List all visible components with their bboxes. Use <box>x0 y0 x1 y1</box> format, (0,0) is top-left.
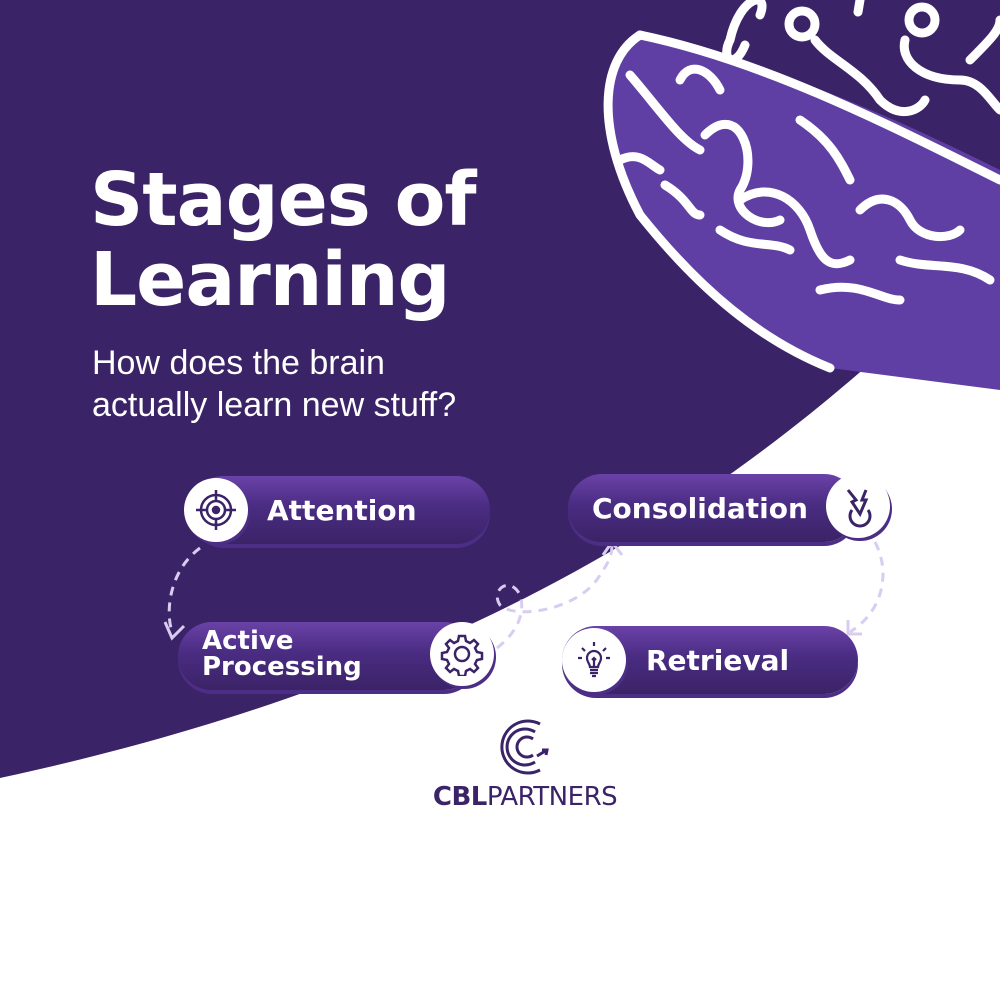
subtitle-line-2: actually learn new stuff? <box>92 386 457 424</box>
download-arrow-icon <box>826 474 890 538</box>
logo-text: CBLPARTNERS <box>430 782 620 812</box>
stage-consolidation: Consolidation <box>568 474 858 542</box>
flow-arrows <box>163 539 885 650</box>
stage-label: Retrieval <box>646 643 790 677</box>
stage-label: Consolidation <box>592 491 808 525</box>
lightbulb-icon <box>562 628 626 692</box>
gear-icon <box>430 622 494 686</box>
stage-label-line-1: Active <box>202 626 294 656</box>
logo-text-regular: PARTNERS <box>486 782 618 812</box>
title-line-2: Learning <box>90 237 450 323</box>
logo-mark-icon <box>500 719 549 775</box>
logo-text-bold: CBL <box>432 782 487 812</box>
title-line-1: Stages of <box>90 157 477 243</box>
cbl-partners-logo: CBLPARTNERS <box>430 718 620 812</box>
target-icon <box>184 478 248 542</box>
stage-label-line-2: Processing <box>202 652 362 682</box>
brain-illustration <box>603 0 1000 390</box>
stage-label: Attention <box>267 493 417 527</box>
subtitle-line-1: How does the brain <box>92 344 385 382</box>
subtitle: How does the brain actually learn new stu… <box>92 342 456 426</box>
